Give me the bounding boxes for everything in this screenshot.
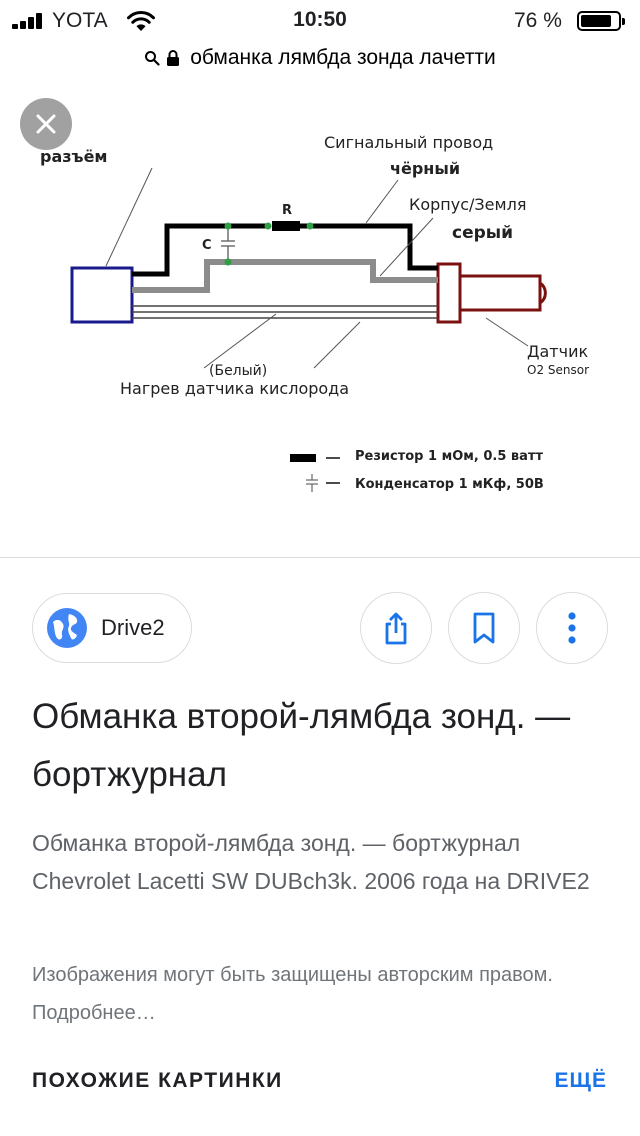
signal-strength-icon [12,13,44,29]
battery-icon [577,11,625,31]
more-link[interactable]: ЕЩЁ [554,1069,607,1092]
connector-label: разъём [40,147,108,166]
bookmark-icon [473,612,495,644]
image-viewer[interactable]: разъём Сигнальный провод чёрный R С Корп… [0,78,640,558]
signal-wire-color: чёрный [390,159,460,178]
capacitor-symbol [221,228,235,262]
source-chip[interactable]: Drive2 [32,593,192,663]
legend-resistor: Резистор 1 мОм, 0.5 ватт [355,449,543,464]
result-title[interactable]: Обманка второй-лямбда зонд. — бортжурнал [32,697,571,794]
source-name: Drive2 [101,615,165,640]
more-options-button[interactable] [536,592,608,664]
legend-capacitor: Конденсатор 1 мКф, 50В [355,477,544,492]
resistor-letter: R [282,203,292,218]
white-wire-label: (Белый) [209,363,267,379]
globe-icon [47,608,87,648]
close-icon [36,114,56,134]
lock-icon [167,50,180,66]
resistor-symbol [272,221,300,231]
sensor-sublabel: O2 Sensor [527,363,589,377]
copyright-notice[interactable]: Изображения могут быть защищены авторски… [32,964,553,1024]
divider [0,557,640,558]
ground-color: серый [452,223,513,243]
legend-resistor-symbol [290,454,316,462]
similar-images-heading: ПОХОЖИЕ КАРТИНКИ [32,1069,283,1092]
clock: 10:50 [293,8,347,31]
signal-wire-label: Сигнальный провод [324,133,493,152]
carrier-name: YOTA [52,9,108,32]
heater-label: Нагрев датчика кислорода [120,379,349,398]
lambda-circuit-diagram: разъём Сигнальный провод чёрный R С Корп… [40,133,589,492]
share-icon [385,612,407,645]
close-viewer-button[interactable] [20,98,72,150]
more-vert-icon [568,612,576,644]
search-query: обманка лямбда зонда лачетти [190,46,496,69]
legend-capacitor-symbol [306,474,318,492]
address-bar[interactable]: обманка лямбда зонда лачетти [0,38,640,78]
capacitor-letter: С [202,238,212,253]
signal-wire [132,223,438,277]
battery-percent: 76 % [514,9,562,32]
sensor-label: Датчик [527,342,588,361]
share-button[interactable] [360,592,432,664]
result-description: Обманка второй-лямбда зонд. — бортжурнал… [32,830,590,894]
connector-box [70,266,134,324]
wifi-icon [127,11,155,31]
status-bar: YOTA 10:50 76 % [0,0,640,40]
bookmark-button[interactable] [448,592,520,664]
ground-label: Корпус/Земля [409,195,526,214]
sensor-body [436,262,462,324]
search-icon [145,51,160,66]
ground-wire [132,259,438,293]
